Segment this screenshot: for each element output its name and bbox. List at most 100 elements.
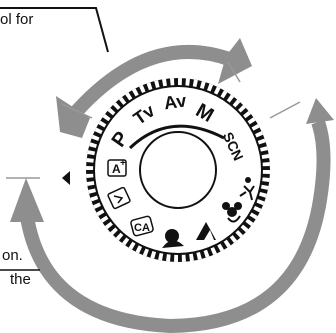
arrow-head-lower-right: [306, 98, 334, 124]
dial-knurl-tooth: [250, 124, 260, 132]
dial-knurl-tooth: [86, 173, 95, 178]
dial-knurl-tooth: [150, 250, 157, 259]
dial-knurl-tooth: [259, 146, 268, 152]
dial-knurl-tooth: [146, 82, 153, 92]
callout-text-bottom-line1: on.: [2, 247, 23, 264]
dial-knurl-tooth: [216, 242, 224, 252]
dial-knurl-tooth: [118, 97, 127, 106]
dial-knurl-tooth: [158, 252, 164, 261]
dial-knurl-tooth: [210, 246, 217, 255]
separator-line-top-right: [227, 61, 241, 83]
landscape-icon: [196, 222, 216, 240]
dial-knurl-tooth: [244, 218, 254, 226]
dial-knurl-tooth: [237, 104, 246, 114]
dial-knurl-tooth: [260, 184, 269, 190]
dial-knurl-tooth: [220, 90, 228, 100]
dial-knurl-tooth: [261, 162, 270, 167]
dial-knurl-tooth: [229, 234, 238, 243]
dial-knurl-tooth: [102, 114, 112, 122]
dial-index-marker: [62, 171, 70, 185]
dial-knurl-tooth: [189, 252, 194, 262]
dial-knurl-tooth: [246, 117, 256, 125]
dial-knurl-tooth: [112, 102, 122, 111]
dial-knurl-tooth: [255, 198, 265, 206]
dial-knurl-tooth: [166, 253, 171, 262]
dial-knurl-tooth: [192, 79, 198, 88]
dial-knurl-tooth: [248, 212, 258, 220]
scene-intelligent-auto-plus-icon: A +: [107, 158, 127, 177]
dial-knurl-tooth: [261, 177, 270, 182]
svg-text:CA: CA: [134, 222, 150, 234]
callout-text-bottom-line2: the: [10, 271, 31, 288]
dial-center-cap: [139, 131, 217, 209]
dial-knurl-tooth: [88, 188, 97, 194]
dial-knurl-tooth: [100, 215, 110, 223]
dial-knurl-tooth: [128, 240, 136, 250]
dial-knurl-tooth: [89, 142, 98, 149]
creative-zone-bracket: [128, 124, 225, 150]
dial-knurl-tooth: [256, 138, 266, 145]
svg-text:A: A: [112, 162, 121, 176]
dial-knurl-tooth: [206, 83, 214, 93]
dial-knurl-tooth: [107, 107, 117, 116]
dial-knurl-tooth: [252, 205, 262, 213]
dial-knurl-tooth: [90, 195, 100, 202]
close-up-icon: [222, 202, 242, 223]
arrow-head-right: [218, 38, 252, 84]
dial-knurl-tooth: [86, 166, 95, 170]
flash-off-icon: [107, 186, 131, 210]
dial-knurl-tooth: [115, 231, 124, 241]
sports-icon: [239, 177, 255, 201]
dial-knurl-tooth: [196, 251, 202, 260]
dial-knurl-tooth: [260, 154, 270, 159]
dial-knurl-tooth: [203, 248, 210, 258]
dial-knurl-tooth: [232, 99, 241, 109]
dial-knurl-tooth: [242, 110, 251, 119]
dial-knurl-tooth: [154, 80, 160, 89]
separator-line-right: [269, 101, 301, 119]
dial-knurl-tooth: [139, 85, 146, 94]
dial-knurl-tooth: [234, 229, 244, 238]
dial-knurl-tooth: [213, 86, 221, 96]
dial-knurl-tooth: [86, 181, 96, 186]
dial-knurl-tooth: [254, 131, 263, 138]
dial-knurl-tooth: [142, 247, 150, 257]
dial-knurl-tooth: [170, 78, 175, 87]
dial-knurl-tooth: [226, 94, 234, 104]
dial-knurl-tooth: [185, 78, 190, 87]
dial-knurl-tooth: [122, 236, 130, 246]
dial-knurl-tooth: [96, 208, 106, 216]
dial-knurl-tooth: [86, 158, 95, 163]
basic-zone-arc-arrow: [19, 119, 331, 333]
arrow-head-lower-left: [10, 178, 44, 222]
dial-knurl-tooth: [135, 244, 143, 254]
svg-text:+: +: [120, 158, 126, 169]
callout-leader-line-top: [0, 7, 109, 53]
dial-knurl-tooth: [223, 238, 231, 248]
creative-auto-icon: CA: [130, 215, 154, 237]
dial-knurl-tooth: [199, 81, 206, 90]
dial-knurl-tooth: [91, 134, 101, 142]
dial-knurl-tooth: [162, 78, 167, 88]
dial-knurl-tooth: [125, 92, 133, 102]
dial-knurl-tooth: [105, 221, 114, 230]
dial-knurl-tooth: [110, 226, 119, 236]
arrow-head-left: [56, 96, 90, 138]
dial-knurl-tooth: [261, 170, 270, 174]
dial-knurl-tooth: [178, 78, 182, 87]
dial-knurl-tooth: [181, 253, 186, 262]
portrait-icon: [162, 229, 184, 248]
dial-knurl-tooth: [94, 127, 104, 135]
dial-knurl-tooth: [239, 224, 249, 233]
dial-knurl-tooth: [174, 253, 178, 262]
dial-knurl-tooth: [93, 202, 102, 209]
separator-line-left: [61, 103, 93, 119]
creative-zone-arc-arrow: [70, 45, 235, 117]
dial-knurl-tooth: [132, 88, 140, 98]
dial-knurl-tooth: [258, 191, 267, 198]
dial-knurl-tooth: [98, 120, 108, 128]
mode-av-label: Av: [163, 90, 188, 113]
callout-text-top: ol for: [0, 11, 34, 28]
dial-knurl-tooth: [87, 150, 96, 156]
